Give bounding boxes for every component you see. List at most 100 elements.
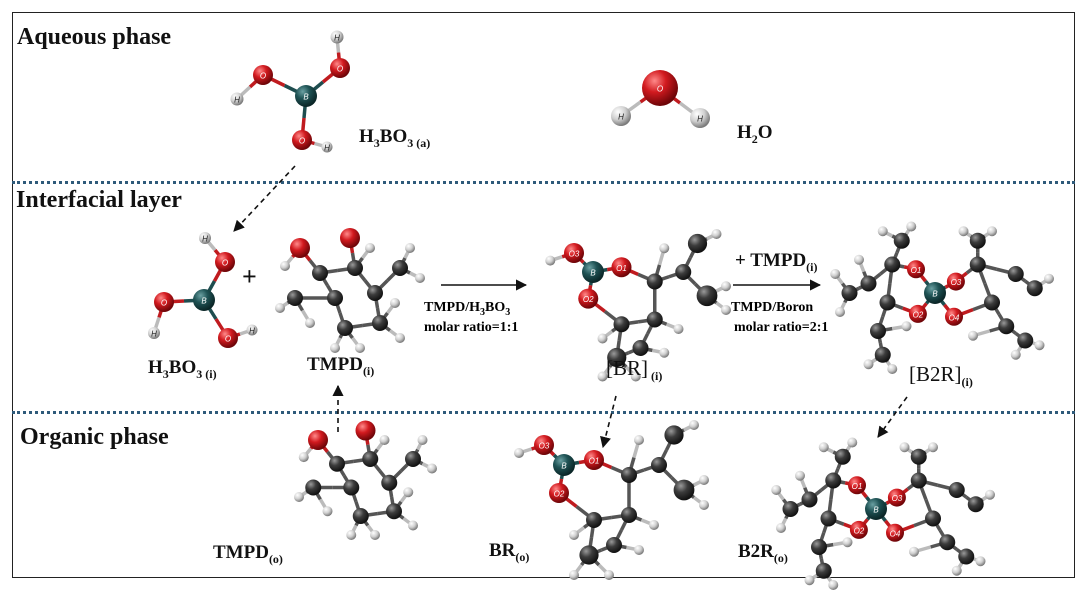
boron-atom [865, 498, 887, 520]
oxygen-atom [946, 272, 965, 291]
atom-label: O3 [569, 250, 580, 259]
carbon-atom [801, 491, 818, 508]
atom-label: H [334, 34, 340, 43]
oxygen-atom [308, 430, 328, 450]
hydrogen-atom [909, 546, 919, 557]
hydrogen-atom [322, 506, 333, 517]
oxygen-atom [848, 476, 866, 495]
carbon-atom [967, 496, 984, 513]
atom-label: O1 [589, 457, 600, 466]
hydrogen-atom [951, 565, 962, 576]
carbon-atom [343, 479, 360, 496]
atom-label: B [201, 297, 207, 306]
atom-label: B [590, 269, 596, 278]
carbon-atom [607, 347, 627, 368]
label-tmpd-organic: TMPD(o) [213, 542, 283, 566]
oxygen-atom [215, 252, 235, 272]
tmpd-organic-molecule [294, 420, 437, 540]
atom-label: H [234, 96, 240, 105]
carbon-atom [1007, 266, 1024, 282]
hydrogen-atom [199, 232, 211, 244]
carbon-atom [329, 455, 345, 472]
label-tmpd-interfacial: TMPD(i) [307, 354, 375, 378]
section-title-interfacial: Interfacial layer [16, 187, 182, 213]
hydrogen-atom [689, 420, 699, 430]
hydrogen-atom [711, 229, 722, 239]
atom-label: O [161, 299, 167, 308]
hydrogen-atom [690, 108, 710, 128]
oxygen-atom [154, 292, 174, 312]
atom-label: O2 [854, 526, 865, 535]
atom-label: O [299, 137, 305, 146]
oxygen-atom [340, 228, 360, 248]
atom-label: O3 [951, 278, 962, 287]
hydrogen-atom [305, 318, 315, 328]
hydrogen-atom [634, 435, 644, 445]
label-br-organic: BR(o) [489, 540, 530, 564]
hydrogen-atom [877, 226, 888, 237]
label-h2o: H2O [737, 122, 773, 146]
oxygen-atom [549, 483, 569, 503]
atom-label: O1 [911, 266, 922, 275]
hydrogen-atom [427, 463, 437, 474]
hydrogen-atom [699, 500, 709, 510]
hydrogen-atom [835, 307, 845, 317]
atom-label: O4 [949, 313, 960, 322]
atom-label: H [324, 144, 330, 153]
carbon-atom [621, 507, 637, 523]
carbon-atom [1017, 332, 1034, 349]
atom-label: H [618, 113, 624, 122]
carbon-atom [646, 311, 663, 328]
hydrogen-atom [673, 324, 684, 334]
carbon-atom [1026, 280, 1043, 297]
label-b2r-organic: B2R(o) [738, 541, 788, 565]
hydrogen-atom [854, 254, 864, 265]
boron-atom [295, 85, 317, 107]
label-br-interfacial: [BR] (i) [606, 356, 663, 384]
hydrogen-atom [1010, 349, 1021, 360]
hydrogen-atom [405, 243, 415, 253]
hydrogen-atom [830, 269, 841, 279]
hydrogen-atom [403, 487, 414, 498]
hydrogen-atom [330, 30, 344, 44]
carbon-atom [613, 316, 630, 333]
label-b2r-interfacial: [B2R](i) [909, 362, 973, 390]
oxygen-atom [218, 328, 238, 348]
hydrogen-atom [514, 448, 524, 458]
hydrogen-atom [659, 347, 670, 358]
carbon-atom [874, 346, 891, 363]
carbon-atom [825, 472, 842, 489]
carbon-atom [984, 294, 1000, 311]
atom-label: H [202, 235, 208, 244]
carbon-atom [687, 233, 708, 254]
hydrogen-atom [818, 442, 829, 453]
reaction-1-ratio-line1: TMPD/H3BO3 [424, 300, 511, 318]
hydrogen-atom [659, 243, 670, 254]
carbon-atom [386, 503, 402, 520]
reaction-2-ratio-line1: TMPD/Boron [731, 300, 814, 315]
atom-label: B [561, 462, 567, 471]
hydrogen-atom [721, 281, 731, 292]
atom-label: H [151, 330, 157, 339]
hydrogen-atom [828, 580, 839, 590]
oxygen-atom [330, 58, 350, 78]
carbon-atom [815, 562, 832, 579]
carbon-atom [405, 451, 421, 467]
hydrogen-atom [148, 327, 160, 339]
label-h3bo3-aqueous: H3BO3 (a) [359, 126, 431, 150]
hydrogen-atom [899, 442, 910, 453]
atom-label: O3 [892, 494, 903, 503]
oxygen-atom [578, 288, 599, 309]
boron-atom [553, 454, 575, 476]
oxygen-atom [945, 307, 963, 326]
boron-atom [193, 289, 215, 311]
atom-label: H [249, 327, 255, 336]
carbon-atom [782, 501, 799, 517]
carbon-atom [910, 472, 927, 489]
